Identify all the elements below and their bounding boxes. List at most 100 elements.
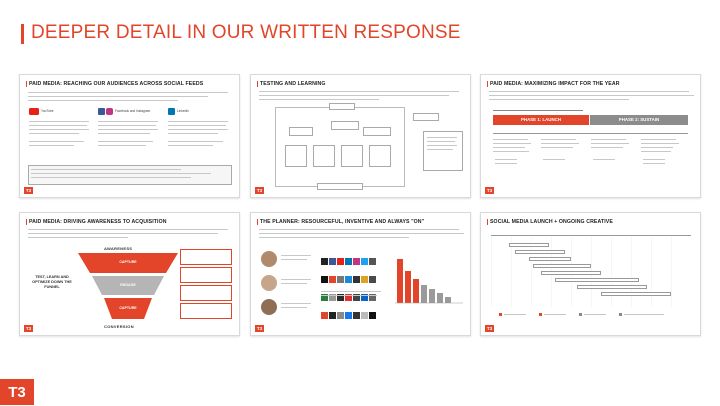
gantt-bar — [555, 278, 639, 282]
planner-photo — [261, 299, 277, 315]
title-accent-bar — [21, 24, 24, 44]
slide-title: PAID MEDIA: REACHING OUR AUDIENCES ACROS… — [26, 81, 203, 87]
text-line — [493, 151, 529, 152]
column-label: YouTube — [41, 109, 54, 113]
text-line — [643, 163, 665, 164]
text-line — [641, 139, 676, 140]
text-line — [321, 291, 381, 292]
text-line — [28, 100, 178, 102]
text-line — [541, 147, 573, 148]
text-line — [489, 91, 689, 92]
text-line — [168, 121, 228, 122]
slide-thumbnail-maximizing-impact[interactable]: PAID MEDIA: MAXIMIZING IMPACT FOR THE YE… — [480, 74, 701, 198]
text-line — [29, 121, 89, 122]
funnel-top-label: AWARENESS — [104, 246, 133, 251]
slide-thumbnail-testing-learning[interactable]: TESTING AND LEARNING T3 — [250, 74, 471, 198]
funnel-stage-capture: CAPTURE — [119, 260, 137, 264]
gantt-bar — [509, 243, 549, 247]
text-line — [489, 99, 629, 100]
text-line — [31, 169, 181, 170]
text-line — [593, 159, 615, 160]
text-line — [584, 314, 606, 315]
text-line — [259, 91, 459, 92]
text-line — [624, 314, 664, 315]
gantt-bar — [515, 250, 565, 254]
planner-photo — [261, 251, 277, 267]
diagram-node — [341, 145, 363, 167]
slide-thumbnail-social-feeds[interactable]: PAID MEDIA: REACHING OUR AUDIENCES ACROS… — [19, 74, 240, 198]
diagram-node — [331, 121, 359, 130]
callout-box — [180, 303, 232, 319]
t3-slide-logo: T3 — [485, 325, 494, 332]
funnel-side-label: TEST, LEARN AND OPTIMIZE DOWN THE FUNNEL — [32, 275, 72, 289]
text-line — [321, 295, 377, 296]
text-line — [504, 314, 526, 315]
text-line — [168, 145, 213, 146]
facebook-icon — [98, 108, 105, 115]
text-line — [493, 147, 525, 148]
text-line — [427, 137, 457, 138]
text-line — [427, 141, 455, 142]
text-line — [98, 133, 150, 134]
text-line — [28, 229, 228, 230]
gantt-bar — [601, 292, 671, 296]
text-line — [31, 173, 211, 174]
text-line — [281, 259, 307, 260]
legend-swatch — [619, 313, 622, 316]
text-line — [493, 139, 528, 140]
text-line — [544, 314, 566, 315]
diagram-node — [285, 145, 307, 167]
gantt-bar — [529, 257, 571, 261]
text-line — [641, 143, 679, 144]
logo-grid — [321, 253, 385, 325]
slide-thumbnail-awareness-acquisition[interactable]: PAID MEDIA: DRIVING AWARENESS TO ACQUISI… — [19, 212, 240, 336]
text-line — [168, 133, 218, 134]
timeline-rule — [493, 133, 688, 134]
slide-title: PAID MEDIA: MAXIMIZING IMPACT FOR THE YE… — [487, 81, 620, 87]
linkedin-icon — [168, 108, 175, 115]
page-title: DEEPER DETAIL IN OUR WRITTEN RESPONSE — [31, 22, 461, 43]
text-line — [259, 95, 449, 96]
text-line — [29, 125, 87, 126]
callout-box — [180, 285, 232, 301]
text-line — [28, 96, 208, 98]
text-line — [29, 141, 84, 142]
text-line — [98, 141, 153, 142]
text-line — [168, 125, 226, 126]
text-line — [495, 159, 517, 160]
slide-thumbnail-planner[interactable]: THE PLANNER: RESOURCEFUL, INVENTIVE AND … — [250, 212, 471, 336]
legend-swatch — [539, 313, 542, 316]
gantt-bar — [541, 271, 601, 275]
t3-slide-logo: T3 — [24, 187, 33, 194]
text-line — [643, 159, 665, 160]
planner-photo — [261, 275, 277, 291]
diagram-node — [413, 113, 439, 121]
gantt-bar — [577, 285, 647, 289]
slide-title: SOCIAL MEDIA LAUNCH + ONGOING CREATIVE — [487, 219, 613, 225]
slide-title: THE PLANNER: RESOURCEFUL, INVENTIVE AND … — [257, 219, 424, 225]
text-line — [427, 149, 453, 150]
text-line — [259, 99, 379, 100]
text-line — [98, 129, 158, 130]
text-line — [28, 233, 218, 234]
text-line — [259, 233, 464, 234]
youtube-icon — [29, 108, 39, 115]
text-line — [591, 143, 629, 144]
text-line — [98, 121, 158, 122]
text-line — [259, 229, 459, 230]
diagram-node — [369, 145, 391, 167]
phase-launch-bar: PHASE 1: LAUNCH — [493, 115, 589, 125]
text-line — [281, 255, 311, 256]
text-line — [28, 237, 128, 238]
column-label: LinkedIn — [177, 109, 190, 113]
text-line — [641, 147, 673, 148]
text-line — [29, 133, 79, 134]
text-line — [168, 129, 228, 130]
instagram-icon — [106, 108, 113, 115]
slide-thumbnail-social-launch[interactable]: SOCIAL MEDIA LAUNCH + ONGOING CREATIVE T… — [480, 212, 701, 336]
text-line — [28, 92, 228, 94]
diagram-node — [423, 131, 463, 171]
t3-slide-logo: T3 — [255, 187, 264, 194]
text-line — [427, 145, 457, 146]
text-line — [281, 279, 311, 280]
